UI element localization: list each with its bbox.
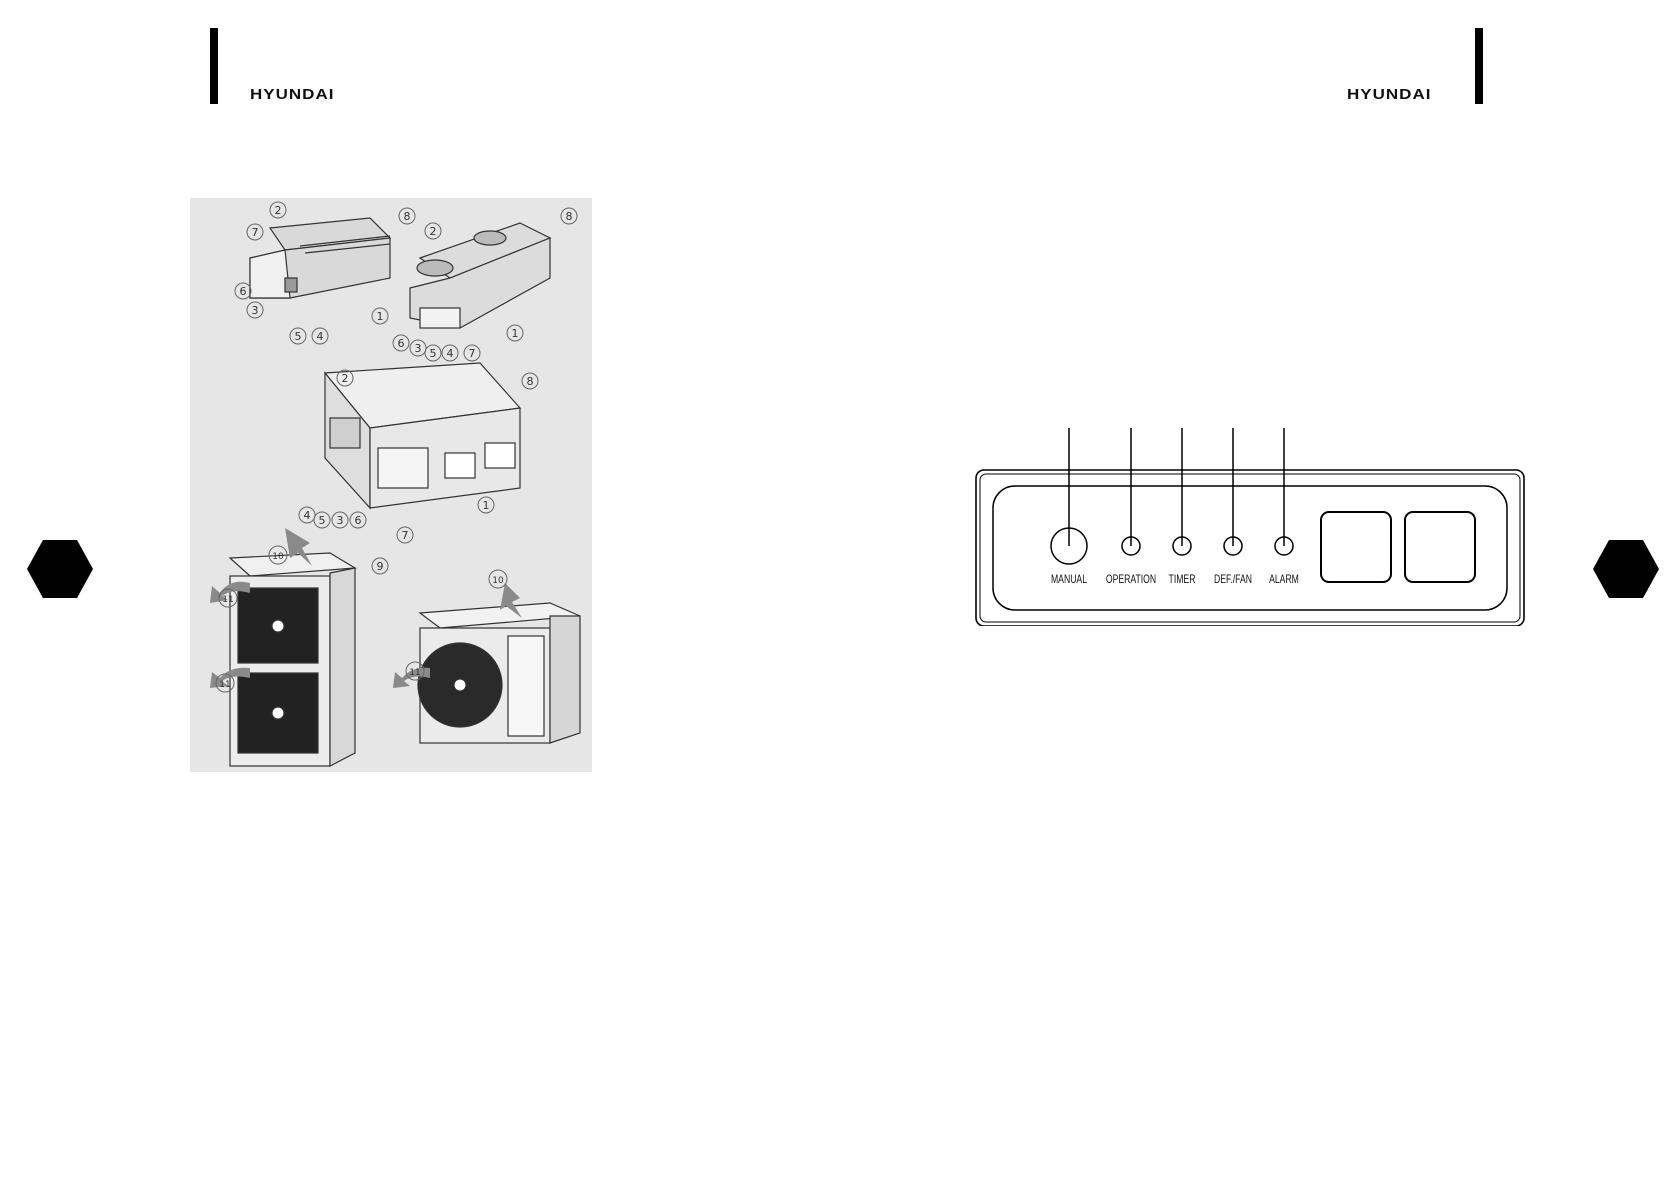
- svg-text:7: 7: [469, 347, 476, 360]
- svg-text:7: 7: [402, 529, 409, 542]
- svg-text:8: 8: [527, 375, 534, 388]
- svg-text:2: 2: [342, 372, 349, 385]
- svg-text:6: 6: [355, 514, 362, 527]
- airflow-arrows: [210, 528, 522, 688]
- manual-button-circle: [1050, 527, 1088, 565]
- svg-text:6: 6: [240, 285, 247, 298]
- display-window-left: [1320, 511, 1392, 583]
- indicator-label-def-fan: DEF./FAN: [1214, 572, 1252, 586]
- svg-text:5: 5: [295, 330, 302, 343]
- timer-led-circle: [1172, 536, 1192, 556]
- right-page: HYUNDAI MANUAL OPERATION TIMER: [839, 0, 1678, 1191]
- svg-text:5: 5: [430, 347, 437, 360]
- svg-text:4: 4: [447, 347, 454, 360]
- svg-text:3: 3: [252, 304, 259, 317]
- svg-text:1: 1: [512, 327, 519, 340]
- indicator-panel-drawing: [975, 428, 1525, 627]
- svg-text:8: 8: [566, 210, 573, 223]
- indicator-label-alarm: ALARM: [1269, 572, 1299, 586]
- indicator-label-operation: OPERATION: [1105, 572, 1157, 586]
- header-bar-right: [1475, 28, 1483, 104]
- left-page: HYUNDAI: [27, 28, 592, 772]
- svg-text:9: 9: [377, 560, 384, 573]
- indicator-label-timer: TIMER: [1168, 572, 1196, 586]
- alarm-led-circle: [1274, 536, 1294, 556]
- svg-text:3: 3: [415, 342, 422, 355]
- svg-text:11: 11: [219, 680, 230, 690]
- brand-logo-left: HYUNDAI: [250, 86, 335, 103]
- svg-text:3: 3: [337, 514, 344, 527]
- svg-text:2: 2: [430, 225, 437, 238]
- outdoor-unit-wide: [417, 602, 581, 744]
- svg-text:8: 8: [404, 210, 411, 223]
- svg-text:11: 11: [409, 668, 420, 678]
- operation-led-circle: [1121, 536, 1141, 556]
- page-tab-hexagon-left: [27, 540, 93, 598]
- svg-text:4: 4: [304, 509, 311, 522]
- svg-text:6: 6: [398, 337, 405, 350]
- svg-text:1: 1: [483, 499, 490, 512]
- duct-unit-open: [409, 222, 552, 329]
- brand-logo-right: HYUNDAI: [1347, 86, 1432, 103]
- display-window-right: [1404, 511, 1476, 583]
- svg-text:10: 10: [272, 552, 284, 562]
- indicator-label-manual: MANUAL: [1050, 572, 1087, 586]
- svg-text:2: 2: [275, 204, 282, 217]
- page-tab-hexagon-right: [1593, 540, 1659, 598]
- header-bar-left: [210, 28, 218, 104]
- unit-parts-illustration: 28 76 35 41 28 16 35 47 28 45 36 17 109 …: [190, 198, 592, 772]
- svg-text:1: 1: [377, 310, 384, 323]
- duct-unit-slim: [249, 217, 392, 299]
- svg-text:5: 5: [319, 514, 326, 527]
- svg-text:7: 7: [252, 226, 259, 239]
- def-fan-led-circle: [1223, 536, 1243, 556]
- leader-lines: [1068, 428, 1285, 546]
- indicator-panel: MANUAL OPERATION TIMER DEF./FAN ALARM: [975, 426, 1525, 627]
- svg-text:11: 11: [222, 595, 233, 605]
- duct-unit-large: [323, 362, 522, 510]
- svg-text:4: 4: [317, 330, 324, 343]
- svg-text:10: 10: [492, 576, 504, 586]
